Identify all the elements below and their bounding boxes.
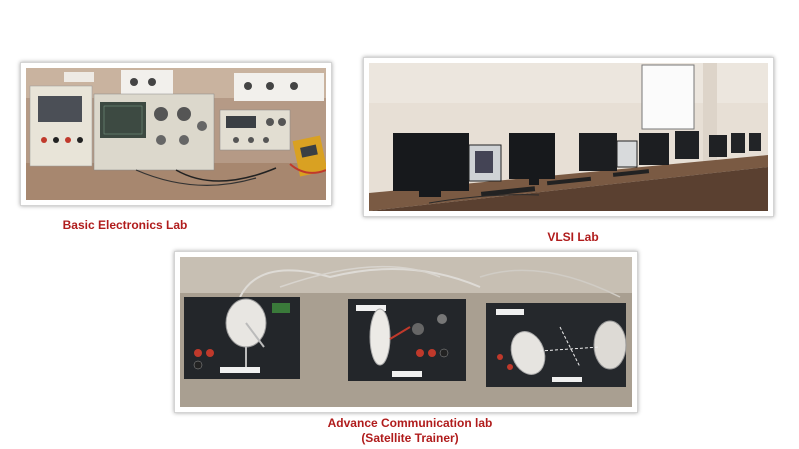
satellite-trainer-image [180, 257, 632, 407]
vlsi-lab-image [369, 63, 768, 211]
photo-basic-electronics-lab [20, 62, 332, 206]
caption-basic-electronics-lab: Basic Electronics Lab [62, 218, 188, 232]
photo-vlsi-lab [363, 57, 774, 217]
basic-electronics-lab-image [26, 68, 326, 200]
caption-vlsi-lab: VLSI Lab [547, 230, 599, 244]
caption-line-2: (Satellite Trainer) [361, 431, 459, 445]
caption-advance-communication-lab: Advance Communication lab (Satellite Tra… [300, 416, 520, 446]
photo-advance-communication-lab [174, 251, 638, 413]
caption-line-1: Advance Communication lab [327, 416, 493, 430]
